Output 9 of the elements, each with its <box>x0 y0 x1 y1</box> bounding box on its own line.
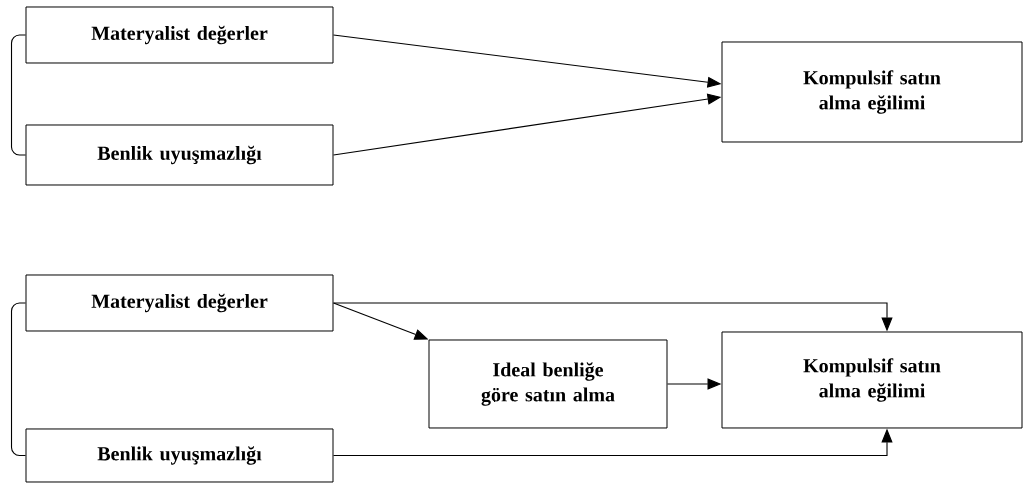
concept-box: Benlik uyuşmazlığı <box>25 428 334 483</box>
concept-box: Ideal benliğe göre satın alma <box>428 339 668 429</box>
bracket-line <box>10 34 27 156</box>
bracket-line <box>10 302 27 457</box>
concept-box: Materyalist değerler <box>25 274 334 332</box>
concept-box: Kompulsif satın alma eğilimi <box>721 331 1023 429</box>
concept-box: Kompulsif satın alma eğilimi <box>721 41 1023 143</box>
concept-box: Materyalist değerler <box>25 6 334 64</box>
concept-box: Benlik uyuşmazlığı <box>25 124 334 186</box>
